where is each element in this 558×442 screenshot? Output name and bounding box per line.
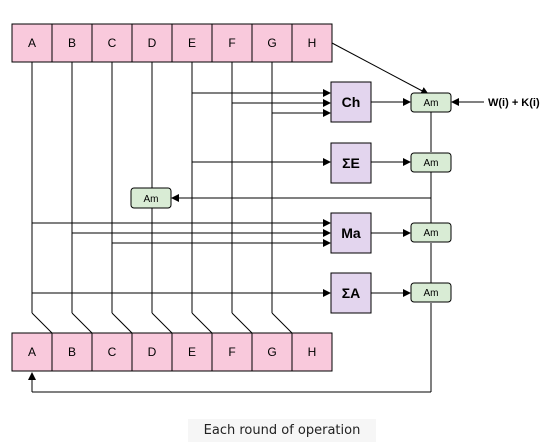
register-bottom-h-label: H (308, 345, 317, 359)
register-bottom-f-label: F (228, 345, 235, 359)
adder-3-label: Am (424, 228, 439, 239)
register-bottom-b-label: B (68, 345, 76, 359)
register-top-b-label: B (68, 36, 76, 50)
register-top-a-label: A (28, 36, 36, 50)
adder-2-label: Am (424, 158, 439, 169)
register-top-b: B (51, 23, 93, 63)
register-bottom-g: G (251, 332, 293, 372)
register-bottom-h: H (291, 332, 333, 372)
register-top-h: H (291, 23, 333, 63)
register-row-bottom: A B C D E F G H (11, 332, 333, 372)
register-bottom-e-label: E (188, 345, 196, 359)
register-bottom-b: B (51, 332, 93, 372)
register-top-a: A (11, 23, 53, 63)
register-top-c-label: C (108, 36, 117, 50)
register-bottom-c-label: C (108, 345, 117, 359)
adder-4-label: Am (424, 288, 439, 299)
input-label: W(i) + K(i) (488, 97, 540, 109)
adder-3: Am (410, 222, 452, 243)
function-sigma-e: ΣE (330, 142, 372, 184)
register-top-h-label: H (308, 36, 317, 50)
function-ma-label: Ma (341, 225, 361, 241)
diagram-caption: Each round of operation (203, 423, 361, 438)
register-bottom-g-label: G (267, 345, 276, 359)
register-bottom-a-label: A (28, 345, 36, 359)
register-top-g: G (251, 23, 293, 63)
register-row-top: A B C D E F G H (11, 23, 333, 63)
function-ch: Ch (330, 81, 372, 123)
register-bottom-d: D (131, 332, 173, 372)
adder-2: Am (410, 152, 452, 173)
register-top-d: D (131, 23, 173, 63)
register-bottom-e: E (171, 332, 213, 372)
register-bottom-d-label: D (148, 345, 157, 359)
adder-d-label: Am (144, 194, 159, 205)
register-bottom-f: F (211, 332, 253, 372)
function-ma: Ma (330, 212, 372, 254)
register-top-e-label: E (188, 36, 196, 50)
adder-1-label: Am (424, 98, 439, 109)
function-sigma-a: ΣA (330, 272, 372, 314)
caption-background (188, 419, 376, 442)
function-ch-label: Ch (342, 94, 361, 110)
register-top-c: C (91, 23, 133, 63)
connector-lines (28, 42, 484, 393)
function-sigma-e-label: ΣE (342, 155, 360, 171)
register-top-g-label: G (267, 36, 276, 50)
register-top-e: E (171, 23, 213, 63)
register-top-d-label: D (148, 36, 157, 50)
function-sigma-a-label: ΣA (342, 285, 361, 301)
register-top-f-label: F (228, 36, 235, 50)
register-top-f: F (211, 23, 253, 63)
register-bottom-c: C (91, 332, 133, 372)
register-bottom-a: A (11, 332, 53, 372)
adder-4: Am (410, 282, 452, 303)
adder-d: Am (130, 187, 172, 209)
adder-1: Am (410, 92, 452, 113)
